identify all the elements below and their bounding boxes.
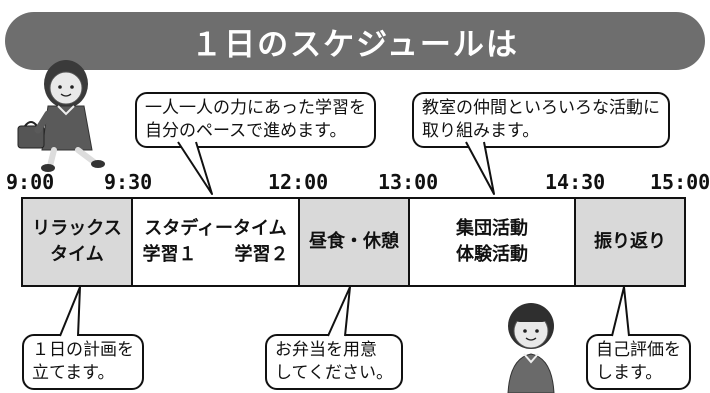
girl-student-icon [17, 60, 105, 172]
time-label-end: 15:00 [650, 170, 710, 194]
segment-relax-line2: タイム [50, 244, 104, 265]
time-label-start: 9:00 [6, 170, 55, 194]
segment-relax-time: リラックス タイム [21, 197, 133, 287]
callout-review-line2: します。 [596, 362, 663, 383]
segment-group-line2: 体験活動 [456, 244, 528, 265]
segment-lunch-break: 昼食・休憩 [298, 197, 410, 287]
callout-group-line2: 取り組みます。 [422, 120, 540, 141]
segment-relax-line1: リラックス [32, 217, 122, 239]
callout-review: 自己評価を します。 [586, 334, 691, 390]
callout-study-line2: 自分のペースで進めます。 [145, 120, 347, 141]
page-title: １日のスケジュールは [191, 26, 519, 63]
boy-student-icon [507, 303, 555, 393]
segment-study-time: スタディータイム 学習１ 学習２ [131, 197, 300, 287]
segment-group-activity: 集団活動 体験活動 [408, 197, 576, 287]
time-label-group: 13:00 [378, 170, 439, 194]
callout-lunch: お弁当を用意 してください。 [265, 334, 403, 390]
time-label-review: 14:30 [545, 170, 606, 194]
segment-group-line1: 集団活動 [456, 217, 528, 239]
segment-study-line1: スタディータイム [144, 217, 287, 239]
segment-study-sub-b: 学習２ [234, 244, 289, 265]
callout-relax: １日の計画を 立てます。 [22, 334, 144, 390]
callout-relax-line2: 立てます。 [32, 362, 115, 383]
segment-study-sub-a: 学習１ [142, 244, 197, 265]
callout-study-line1: 一人一人の力にあった学習を [145, 98, 366, 118]
time-label-lunch: 12:00 [268, 170, 329, 194]
callout-lunch-line2: してください。 [275, 362, 393, 383]
callout-group-line1: 教室の仲間といろいろな活動に [422, 98, 660, 118]
callout-study: 一人一人の力にあった学習を 自分のペースで進めます。 [135, 92, 376, 148]
title-banner: １日のスケジュールは [5, 12, 705, 70]
callout-group: 教室の仲間といろいろな活動に 取り組みます。 [412, 92, 670, 148]
segment-review-line1: 振り返り [594, 230, 666, 252]
time-label-study: 9:30 [104, 170, 153, 194]
segment-review: 振り返り [574, 197, 686, 287]
callout-relax-line1: １日の計画を [32, 340, 134, 360]
callout-lunch-line1: お弁当を用意 [275, 340, 377, 360]
callout-review-line1: 自己評価を [596, 340, 681, 360]
segment-lunch-line1: 昼食・休憩 [309, 230, 399, 252]
